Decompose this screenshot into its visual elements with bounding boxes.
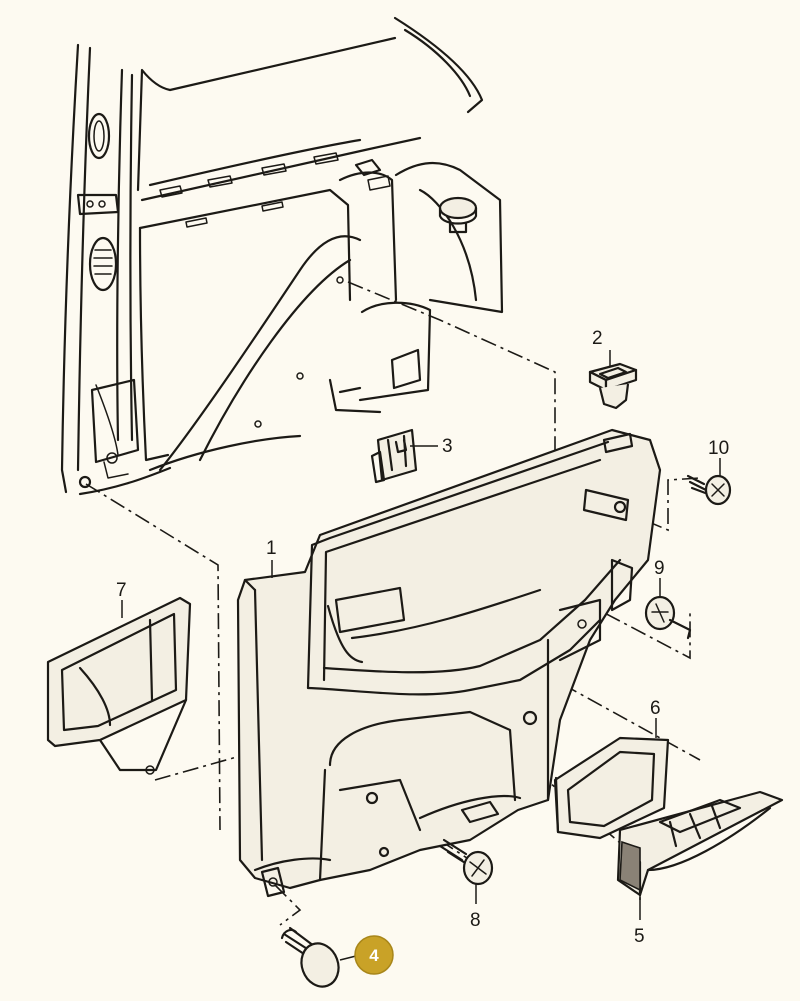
part-4-push-rivet xyxy=(280,926,340,988)
part-1-side-trim-panel xyxy=(236,428,662,898)
part-5-storage-tray xyxy=(558,776,784,897)
callout-5[interactable]: 5 xyxy=(634,926,645,947)
callout-labels: 1 2 3 5 6 7 8 9 10 4 xyxy=(116,328,729,975)
part-7-pocket-holder xyxy=(46,596,192,775)
part-6-trim-frame xyxy=(553,736,670,840)
callout-10[interactable]: 10 xyxy=(708,438,729,459)
callout-leader-lines xyxy=(121,350,721,961)
vehicle-body-outline xyxy=(60,16,504,496)
part-9-plug xyxy=(644,595,692,640)
part-8-screw xyxy=(438,838,494,886)
callout-4-badge-circle xyxy=(354,935,394,975)
callout-6[interactable]: 6 xyxy=(650,698,661,719)
part-3-bracket xyxy=(370,428,418,484)
callout-3[interactable]: 3 xyxy=(442,436,453,457)
callout-8[interactable]: 8 xyxy=(470,910,481,931)
part-2-clip xyxy=(588,362,638,410)
callout-9[interactable]: 9 xyxy=(654,558,665,579)
callout-2[interactable]: 2 xyxy=(592,328,603,349)
callout-7[interactable]: 7 xyxy=(116,580,127,601)
callout-4: 4 xyxy=(369,946,379,965)
callout-4-highlight-badge[interactable]: 4 xyxy=(354,935,394,975)
part-10-screw xyxy=(686,474,732,506)
callout-1[interactable]: 1 xyxy=(266,538,277,559)
